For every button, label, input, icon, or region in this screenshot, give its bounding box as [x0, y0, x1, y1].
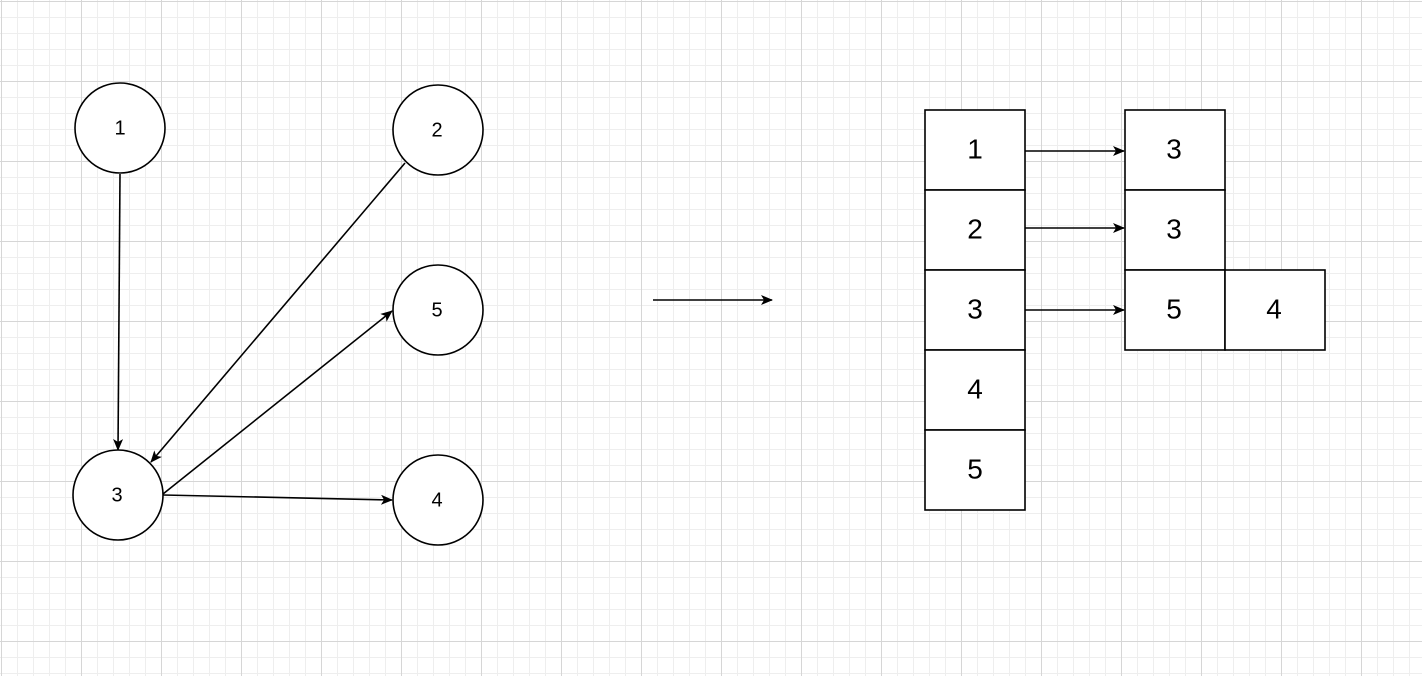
edge-2-to-3 — [150, 162, 406, 463]
graph-node-2[interactable]: 2 — [392, 84, 484, 176]
head-cell-4[interactable]: 4 — [924, 349, 1026, 431]
head-cell-1[interactable]: 1 — [924, 109, 1026, 191]
cell-label: 3 — [967, 293, 983, 324]
node-label: 4 — [431, 489, 442, 511]
node-circle — [72, 449, 164, 541]
neighbor-cell-row3-1[interactable]: 5 — [1124, 269, 1226, 351]
graph-node-5[interactable]: 5 — [392, 264, 484, 356]
neighbor-cell-row3-2[interactable]: 4 — [1224, 269, 1326, 351]
node-circle — [392, 84, 484, 176]
neighbor-cell-row2-1[interactable]: 3 — [1124, 189, 1226, 271]
cell-box — [924, 429, 1026, 511]
neighbor-cells: 3 3 5 4 — [1124, 109, 1326, 351]
edge-1-to-3 — [113, 173, 124, 451]
head-column: 1 2 3 4 5 — [924, 109, 1026, 511]
head-cell-2[interactable]: 2 — [924, 189, 1026, 271]
pointer-arrows — [1025, 146, 1125, 315]
cell-box — [924, 349, 1026, 431]
graph-node-1[interactable]: 1 — [74, 82, 166, 174]
node-circle — [392, 264, 484, 356]
cell-box — [1124, 189, 1226, 271]
node-label: 1 — [114, 117, 125, 139]
edge-3-to-4 — [162, 494, 393, 505]
adjacency-list: 1 2 3 4 5 — [924, 109, 1326, 511]
cell-label: 5 — [967, 453, 983, 484]
cell-label: 4 — [1266, 293, 1282, 324]
head-cell-3[interactable]: 3 — [924, 269, 1026, 351]
cell-label: 3 — [1166, 133, 1182, 164]
node-circle — [392, 454, 484, 546]
cell-label: 4 — [967, 373, 983, 404]
graph-node-3[interactable]: 3 — [72, 449, 164, 541]
cell-label: 1 — [967, 133, 983, 164]
neighbor-cell-row1-1[interactable]: 3 — [1124, 109, 1226, 191]
node-label: 3 — [111, 484, 122, 506]
graph-node-4[interactable]: 4 — [392, 454, 484, 546]
edge-3-to-5 — [162, 310, 393, 495]
cell-label: 3 — [1166, 213, 1182, 244]
cell-box — [1124, 269, 1226, 351]
node-label: 2 — [431, 119, 442, 141]
graph-edges — [113, 162, 406, 505]
cell-box — [1224, 269, 1326, 351]
cell-label: 2 — [967, 213, 983, 244]
node-circle — [74, 82, 166, 174]
head-cell-5[interactable]: 5 — [924, 429, 1026, 511]
cell-label: 5 — [1166, 293, 1182, 324]
node-label: 5 — [431, 299, 442, 321]
directed-graph: 1 2 3 5 4 — [72, 82, 484, 546]
